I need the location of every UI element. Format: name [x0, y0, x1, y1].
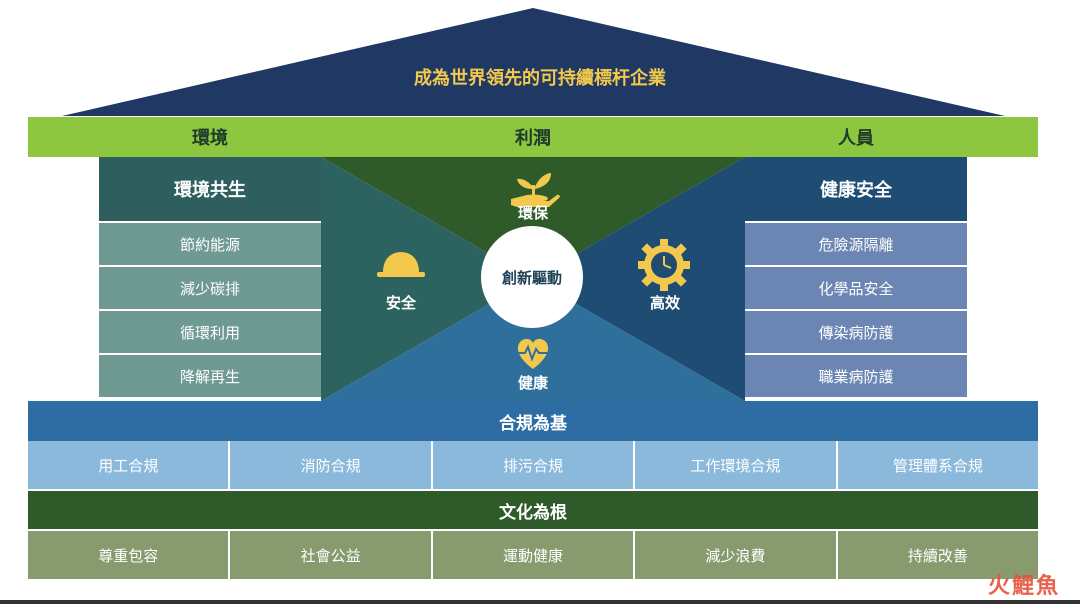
- heart-pulse-icon: [517, 338, 549, 369]
- pillar-profit: 利潤: [515, 128, 551, 149]
- left-item-energy: 節約能源: [99, 223, 321, 267]
- left-item-recycle: 循環利用: [99, 311, 321, 355]
- compliance-item-emission: 排污合規: [432, 441, 636, 489]
- center-label-health: 健康: [517, 373, 548, 392]
- center-left-triangle: [321, 157, 533, 401]
- center-label-eco: 環保: [517, 203, 548, 222]
- center-label-efficiency: 高效: [649, 293, 680, 312]
- compliance-heading: 合規為基: [28, 401, 1038, 441]
- pillar-bar: 環境 利潤 人員: [28, 117, 1038, 157]
- compliance-item-fire: 消防合規: [230, 441, 433, 489]
- culture-item-charity: 社會公益: [230, 531, 433, 579]
- right-item-infection: 傳染病防護: [745, 311, 967, 355]
- left-column-heading: 環境共生: [99, 157, 321, 223]
- right-column: 健康安全 危險源隔離 化學品安全 傳染病防護 職業病防護: [745, 157, 967, 397]
- center-panel: [321, 157, 745, 401]
- culture-heading: 文化為根: [28, 491, 1038, 529]
- pillar-people: 人員: [838, 128, 874, 149]
- hand-plant-icon: [511, 173, 560, 207]
- watermark-logo: 火鯉魚: [987, 574, 1060, 599]
- bottom-rule: [0, 600, 1080, 604]
- left-item-degrade: 降解再生: [99, 355, 321, 397]
- culture-row: 尊重包容 社會公益 運動健康 減少浪費 持續改善: [28, 531, 1039, 579]
- center-bottom-triangle: [321, 279, 745, 401]
- innovation-hub: 創新驅動: [481, 226, 583, 328]
- center-right-triangle: [533, 157, 745, 401]
- culture-item-respect: 尊重包容: [28, 531, 231, 579]
- pillar-environment: 環境: [192, 128, 228, 149]
- left-column: 環境共生 節約能源 減少碳排 循環利用 降解再生: [99, 157, 321, 397]
- roof-title: 成為世界領先的可持續標杆企業: [414, 68, 666, 89]
- right-item-chemical: 化學品安全: [745, 267, 967, 311]
- culture-item-improve: 持續改善: [837, 531, 1039, 579]
- center-top-triangle: [321, 157, 745, 279]
- culture-item-sports: 運動健康: [432, 531, 636, 579]
- roof-triangle: [62, 8, 1005, 116]
- right-item-occupational: 職業病防護: [745, 355, 967, 397]
- hard-hat-icon: [377, 252, 425, 277]
- culture-item-waste: 減少浪費: [635, 531, 838, 579]
- right-column-heading: 健康安全: [745, 157, 967, 223]
- center-label-safety: 安全: [385, 293, 416, 312]
- left-item-carbon: 減少碳排: [99, 267, 321, 311]
- compliance-item-labor: 用工合規: [28, 441, 231, 489]
- compliance-row: 用工合規 消防合規 排污合規 工作環境合規 管理體系合規: [28, 441, 1039, 489]
- right-item-hazard: 危險源隔離: [745, 223, 967, 267]
- compliance-item-management: 管理體系合規: [837, 441, 1039, 489]
- compliance-item-workplace: 工作環境合規: [635, 441, 838, 489]
- gear-clock-icon: [638, 239, 690, 291]
